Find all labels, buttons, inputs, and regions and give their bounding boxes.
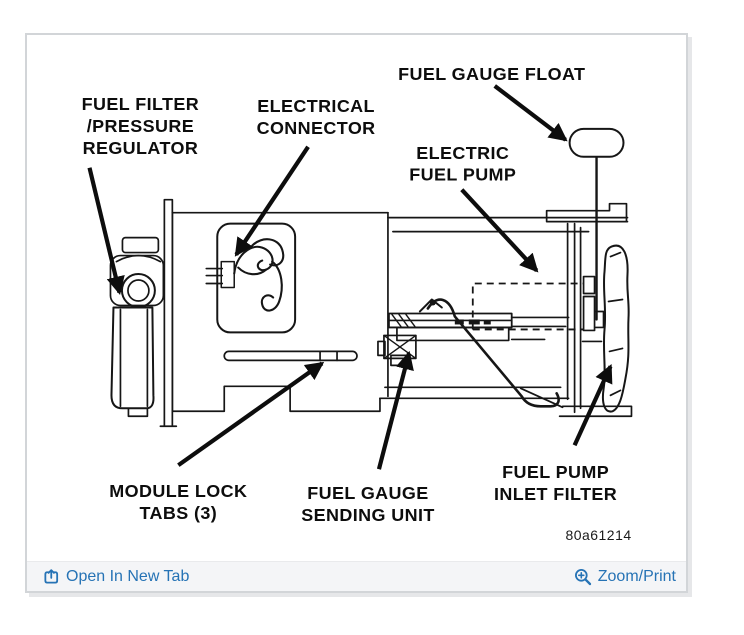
pump-end-drawing: [519, 127, 633, 418]
label-sending-unit-line2: SENDING UNIT: [301, 505, 434, 525]
label-sending-unit-line1: FUEL GAUGE: [307, 483, 428, 503]
label-electric-fuel-pump-line1: ELECTRIC: [416, 143, 509, 163]
zoom-in-icon: [574, 568, 592, 586]
open-in-new-tab-label: Open In New Tab: [66, 567, 190, 585]
diagram-footer-bar: Open In New Tab Zoom/Print: [27, 561, 686, 591]
electric-fuel-pump-arrow: [460, 188, 539, 273]
label-electrical-connector-line1: ELECTRICAL: [257, 96, 375, 116]
callout-arrows: [87, 84, 613, 470]
electrical-connector-arrow: [234, 145, 310, 257]
diagram-labels: FUEL GAUGE FLOAT FUEL FILTER /PRESSURE R…: [82, 64, 631, 543]
label-fuel-filter-line3: REGULATOR: [83, 138, 199, 158]
fuel-filter-arrow: [87, 167, 125, 296]
fuel-pump-module-diagram: FUEL GAUGE FLOAT FUEL FILTER /PRESSURE R…: [82, 64, 633, 543]
zoom-print-link[interactable]: Zoom/Print: [574, 568, 676, 586]
sending-unit-drawing: [377, 298, 570, 408]
label-module-lock-tabs-line1: MODULE LOCK: [109, 481, 247, 501]
sending-unit-arrow: [376, 350, 414, 470]
inlet-filter-arrow: [572, 364, 613, 447]
label-fuel-filter-line1: FUEL FILTER: [82, 94, 199, 114]
open-in-new-tab-icon: [43, 568, 60, 585]
part-number: 80a61214: [565, 527, 631, 543]
label-inlet-filter-line2: INLET FILTER: [494, 484, 617, 504]
label-fuel-filter-line2: /PRESSURE: [87, 116, 194, 136]
module-lock-tabs-arrow: [177, 361, 325, 467]
zoom-print-label: Zoom/Print: [597, 567, 676, 585]
label-module-lock-tabs-line2: TABS (3): [140, 503, 218, 523]
open-in-new-tab-link[interactable]: Open In New Tab: [43, 568, 189, 585]
fuel-filter-regulator-drawing: [109, 236, 165, 418]
fuel-gauge-float-arrow: [493, 84, 568, 142]
label-electrical-connector-line2: CONNECTOR: [257, 118, 376, 138]
diagram-canvas: FUEL GAUGE FLOAT FUEL FILTER /PRESSURE R…: [27, 35, 686, 561]
label-inlet-filter-line1: FUEL PUMP: [502, 462, 609, 482]
label-electric-fuel-pump-line2: FUEL PUMP: [409, 165, 516, 185]
diagram-viewer-panel: FUEL GAUGE FLOAT FUEL FILTER /PRESSURE R…: [25, 33, 688, 593]
label-fuel-gauge-float: FUEL GAUGE FLOAT: [398, 64, 585, 84]
